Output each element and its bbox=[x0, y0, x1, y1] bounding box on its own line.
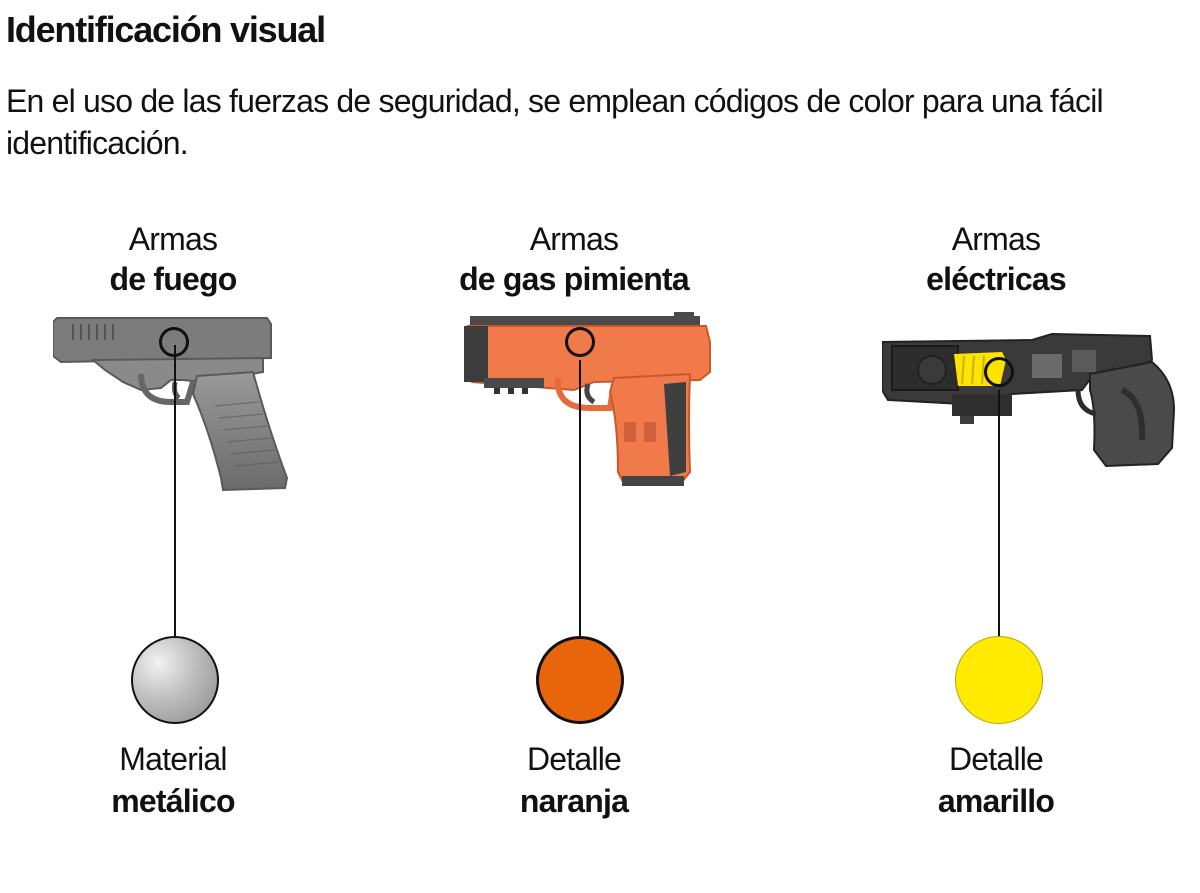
category-heading: Armas de gas pimienta bbox=[374, 219, 774, 299]
category-heading-line1: Armas bbox=[128, 221, 218, 257]
category-pepper-gas: Armas de gas pimienta Detalle naranja bbox=[374, 0, 774, 893]
page-title: Identificación visual bbox=[6, 9, 326, 50]
category-caption-line1: Detalle bbox=[526, 741, 622, 777]
taser-icon bbox=[882, 332, 1176, 468]
category-electric: Armas eléctricas Detalle amarillo bbox=[796, 0, 1196, 893]
category-heading: Armas de fuego bbox=[0, 219, 373, 299]
color-swatch-yellow bbox=[955, 636, 1043, 724]
category-heading-line2: de fuego bbox=[109, 261, 238, 297]
category-heading: Armas eléctricas bbox=[796, 219, 1196, 299]
category-heading-line1: Armas bbox=[529, 221, 619, 257]
leader-line bbox=[998, 390, 1000, 640]
category-heading-line2: de gas pimienta bbox=[459, 261, 690, 297]
category-caption-line2: metálico bbox=[111, 783, 235, 819]
category-heading-line2: eléctricas bbox=[926, 261, 1066, 297]
highlight-ring bbox=[159, 327, 189, 357]
category-caption-line2: naranja bbox=[519, 783, 629, 819]
color-swatch-orange bbox=[536, 636, 624, 724]
leader-line bbox=[579, 360, 581, 640]
category-caption-line1: Detalle bbox=[948, 741, 1044, 777]
page-subtitle: En el uso de las fuerzas de seguridad, s… bbox=[6, 83, 1104, 161]
category-caption: Material metálico bbox=[0, 738, 373, 822]
category-caption-line1: Material bbox=[119, 741, 227, 777]
leader-line bbox=[174, 345, 176, 640]
category-firearm: Armas de fuego bbox=[0, 0, 373, 893]
color-swatch-metallic bbox=[131, 636, 219, 724]
highlight-ring bbox=[565, 327, 595, 357]
category-heading-line1: Armas bbox=[951, 221, 1041, 257]
highlight-ring bbox=[984, 357, 1014, 387]
category-caption: Detalle amarillo bbox=[796, 738, 1196, 822]
category-caption: Detalle naranja bbox=[374, 738, 774, 822]
pepper-spray-pistol-icon bbox=[464, 312, 711, 486]
category-caption-line2: amarillo bbox=[937, 783, 1055, 819]
